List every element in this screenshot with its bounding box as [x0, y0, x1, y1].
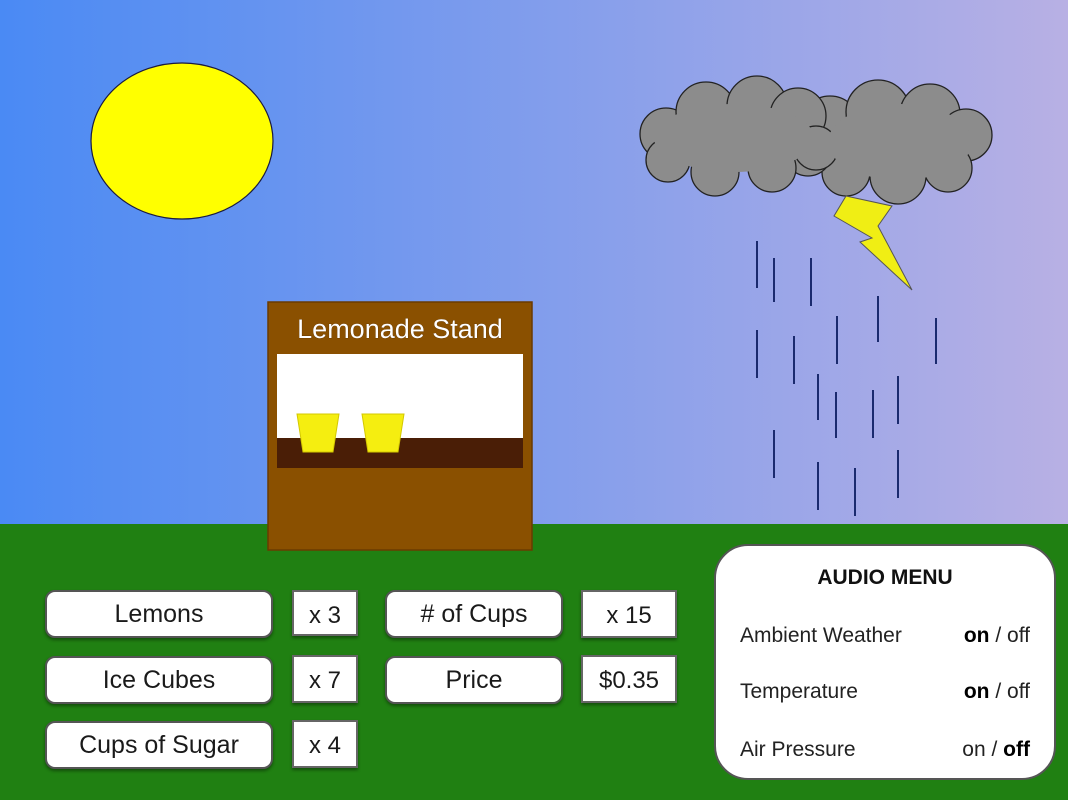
price-button[interactable]: Price [385, 656, 563, 704]
stand-sign: Lemonade Stand [297, 314, 503, 344]
cups-of-sugar-count: x 4 [292, 720, 358, 768]
temperature-off-option[interactable]: off [1007, 680, 1030, 703]
lemons-button[interactable]: Lemons [45, 590, 273, 638]
toggle-separator: / [995, 624, 1002, 647]
air-pressure-on-option[interactable]: on [962, 738, 986, 761]
lightning-bolt-icon [833, 195, 913, 291]
price-value: $0.35 [581, 655, 677, 703]
cups-of-sugar-button[interactable]: Cups of Sugar [45, 721, 273, 769]
toggle-separator: / [991, 738, 998, 761]
air-pressure-off-option[interactable]: off [1003, 738, 1030, 761]
audio-menu: AUDIO MENU Ambient Weather on / off Temp… [714, 544, 1056, 780]
temperature-label: Temperature [740, 680, 858, 703]
ambient-weather-toggle[interactable]: on / off [964, 624, 1030, 648]
air-pressure-toggle[interactable]: on / off [962, 738, 1030, 762]
lemons-count: x 3 [292, 590, 358, 636]
ice-cubes-button[interactable]: Ice Cubes [45, 656, 273, 704]
ambient-weather-off-option[interactable]: off [1007, 624, 1030, 647]
air-pressure-label: Air Pressure [740, 738, 856, 761]
lemonade-cup-icon [361, 413, 405, 453]
cups-sold-value: x 15 [581, 590, 677, 638]
temperature-on-option[interactable]: on [963, 680, 990, 703]
lemonade-cup-icon [296, 413, 340, 453]
ambient-weather-on-option[interactable]: on [963, 624, 990, 647]
ice-cubes-count: x 7 [292, 655, 358, 703]
rain [756, 241, 937, 516]
lemonade-stand: Lemonade Stand [267, 301, 533, 551]
temperature-toggle[interactable]: on / off [964, 680, 1030, 704]
ambient-weather-label: Ambient Weather [740, 624, 902, 647]
sun-icon [90, 62, 274, 220]
storm-cloud-fill [654, 104, 972, 180]
cups-sold-button[interactable]: # of Cups [385, 590, 563, 638]
toggle-separator: / [995, 680, 1002, 703]
audio-menu-title: AUDIO MENU [817, 566, 953, 589]
